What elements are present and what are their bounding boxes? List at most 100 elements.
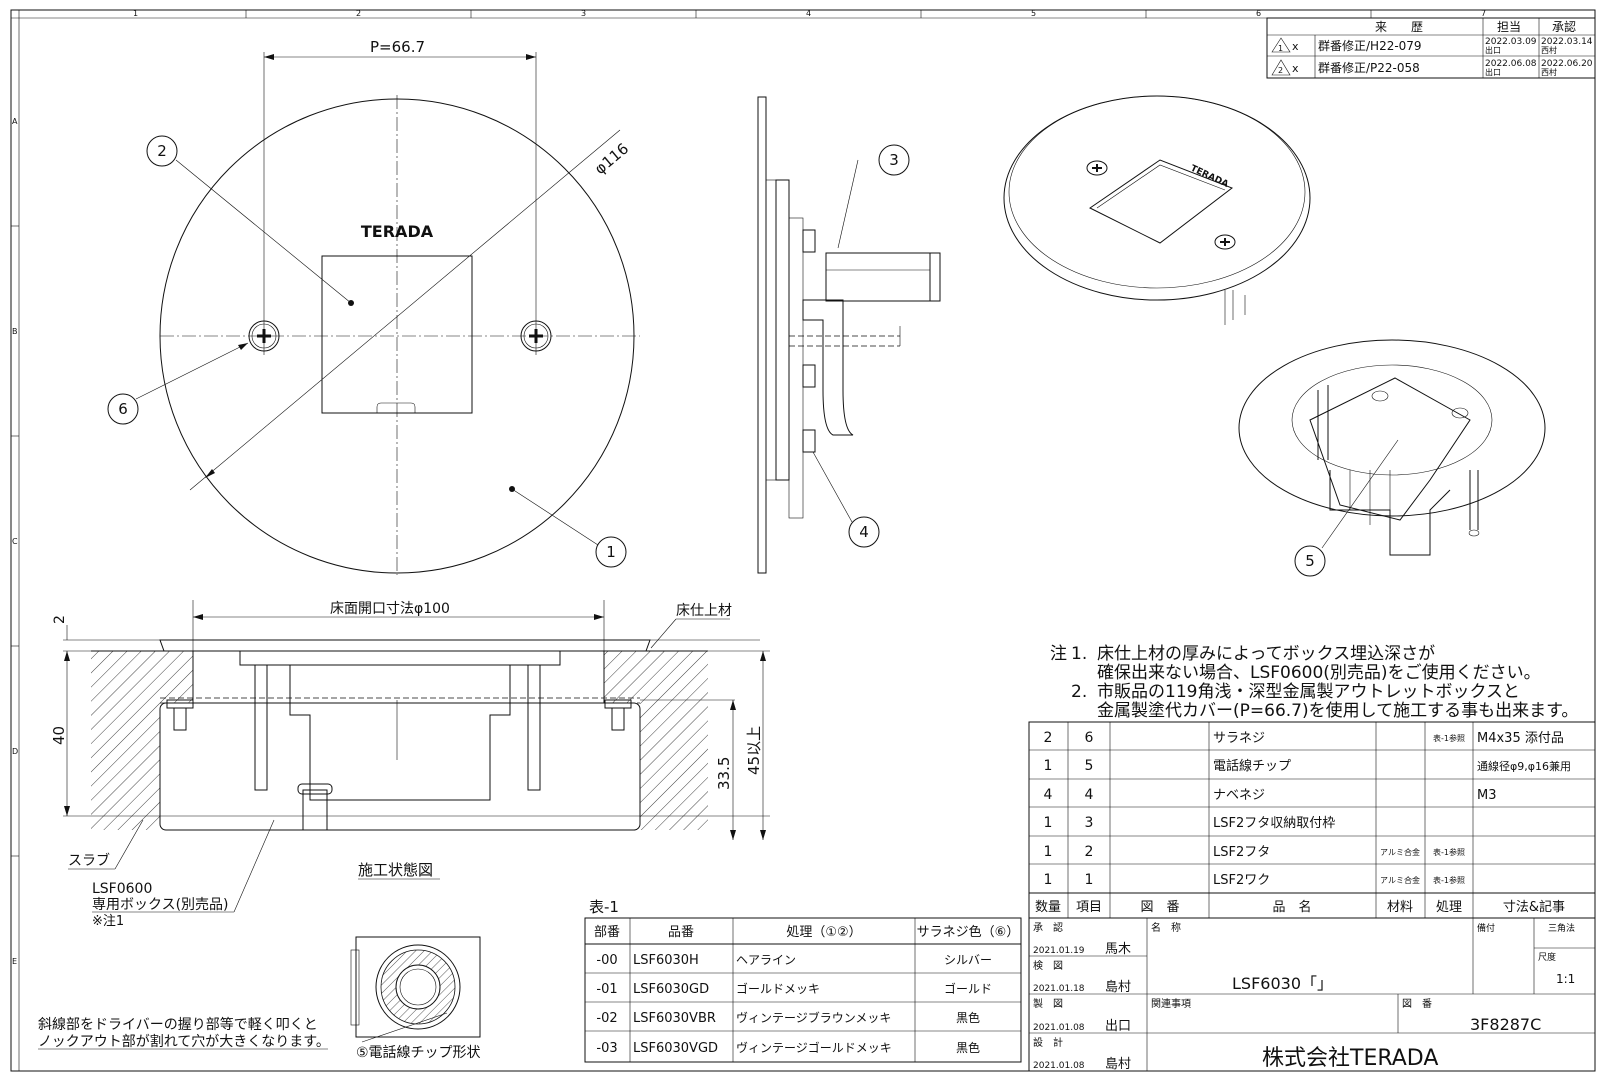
knockout-note-1: 斜線部をドライバーの握り部等で軽く叩くと [38, 1016, 318, 1033]
table-1-header: 部番 [594, 925, 620, 940]
table-1-cell: LSF6030VGD [633, 1041, 718, 1056]
parts-cell: 3 [1085, 815, 1094, 831]
table-1-cell: -00 [596, 953, 617, 968]
parts-cell: サラネジ [1213, 731, 1265, 746]
parts-row: 1 2 LSF2フタ アルミ合金 表-1参照 [1044, 844, 1465, 860]
parts-header: 処理 [1436, 900, 1462, 915]
parts-header: 図 番 [1140, 900, 1179, 915]
screw-right-icon [520, 320, 552, 352]
projection-label: 三角法 [1548, 922, 1575, 934]
table-1: 表-1 部番 品番 処理（①②） サラネジ色（⑥） -00 LSF6030H ヘ… [584, 898, 1022, 1063]
col-number-5: 5 [1031, 9, 1036, 18]
draw-name: 出口 [1105, 1019, 1131, 1034]
table-1-cell: -02 [596, 1011, 617, 1026]
product-name: LSF6030「」 [1232, 974, 1333, 993]
notes-prefix: 注 [1050, 644, 1067, 664]
row-letter-a: A [12, 117, 18, 126]
approve-date: 2021.01.19 [1033, 946, 1085, 956]
revision-table: 来 歴 担当 承認 1 x 群番修正/H22-079 2022.03.09 出口… [1266, 17, 1596, 79]
note-2-line-1: 市販品の119角浅・深型金属製アウトレットボックスと [1097, 682, 1520, 702]
notes-block: 注 1. 床仕上材の厚みによってボックス埋込深さが 確保出来ない場合、LSF06… [1050, 644, 1578, 721]
screw-left-icon [248, 320, 280, 352]
iso-screw-right-icon [1214, 234, 1236, 250]
balloon-2 [146, 135, 178, 167]
knockout-detail: 斜線部をドライバーの握り部等で軽く叩くと ノックアウト部が割れて穴が大きくなりま… [38, 936, 481, 1061]
sheet-frame: 1 2 3 4 5 6 7 A B C D E [10, 9, 1596, 1072]
parts-cell: 表-1参照 [1433, 733, 1465, 743]
col-number-7: 7 [1481, 9, 1486, 18]
parts-cell: M4x35 添付品 [1477, 731, 1564, 746]
revision-text: 群番修正/P22-058 [1318, 60, 1420, 75]
row-letter-b: B [12, 327, 18, 336]
table-1-cell: LSF6030GD [633, 982, 709, 997]
iso-view-bottom: 5 [1238, 339, 1546, 577]
slab-label: スラブ [68, 852, 110, 869]
col-number-3: 3 [581, 9, 586, 18]
table-1-cell: -03 [596, 1041, 617, 1056]
revision-approver: 西村 [1541, 67, 1557, 77]
balloon-5-label: 5 [1305, 552, 1315, 570]
parts-cell: 1 [1044, 758, 1053, 774]
balloon-3-label: 3 [889, 151, 899, 169]
note-1-line-1: 床仕上材の厚みによってボックス埋込深さが [1097, 644, 1435, 664]
design-name: 島村 [1105, 1057, 1131, 1072]
note-1-number: 1. [1071, 644, 1087, 664]
parts-cell: 6 [1085, 730, 1094, 746]
check-label: 検 図 [1033, 959, 1063, 972]
scale-label: 尺度 [1538, 951, 1556, 963]
box-label-2: 専用ボックス(別売品) [92, 897, 229, 913]
parts-row: 4 4 ナベネジ M3 [1044, 787, 1497, 803]
revision-history-header: 来 歴 [1375, 20, 1423, 34]
design-label: 設 計 [1033, 1036, 1063, 1049]
parts-cell: LSF2フタ収納取付枠 [1213, 816, 1335, 831]
balloon-5 [1294, 545, 1326, 577]
parts-row: 1 1 LSF2ワク アルミ合金 表-1参照 [1044, 872, 1465, 888]
revision-person: 出口 [1485, 67, 1501, 77]
revision-triangle-icon [1271, 59, 1291, 76]
knockout-note-2: ノックアウト部が割れて穴が大きくなります。 [38, 1033, 330, 1050]
iso-brand-mark: TERADA [1189, 164, 1230, 190]
col-number-1: 1 [133, 9, 138, 18]
table-1-cell: ゴールドメッキ [736, 981, 820, 996]
revision-text: 群番修正/H22-079 [1318, 38, 1422, 53]
parts-header: 数量 [1035, 900, 1061, 915]
table-1-cell: -01 [596, 982, 617, 997]
parts-cell: 表-1参照 [1433, 875, 1465, 885]
table-1-row: -01 LSF6030GD ゴールドメッキ ゴールド [596, 981, 992, 997]
parts-cell: 電話線チップ [1213, 758, 1291, 774]
floor-finish-label: 床仕上材 [676, 603, 732, 619]
col-number-4: 4 [806, 9, 811, 18]
table-1-row: -00 LSF6030H ヘアライン シルバー [596, 953, 992, 968]
revision-mark: 1 [1278, 44, 1283, 53]
table-1-title: 表-1 [589, 898, 619, 916]
check-date: 2021.01.18 [1033, 984, 1085, 994]
parts-cell: 4 [1085, 787, 1094, 803]
parts-header-row: 数量 項目 図 番 品 名 材料 処理 寸法&記事 [1035, 899, 1565, 915]
opening-dimension: 床面開口寸法φ100 [330, 601, 450, 617]
attach-label: 備付 [1477, 922, 1495, 934]
dim-45: 45以上 [745, 726, 763, 775]
title-block: 承 認 2021.01.19 馬木 検 図 2021.01.18 島村 製 図 … [1028, 917, 1596, 1072]
balloon-6 [107, 393, 139, 425]
drawing-number-label: 図 番 [1402, 998, 1432, 1010]
parts-cell: ナベネジ [1213, 788, 1265, 803]
revision-approver: 西村 [1541, 45, 1557, 55]
parts-row: 2 6 サラネジ 表-1参照 M4x35 添付品 [1044, 730, 1564, 746]
parts-cell: LSF2フタ [1213, 845, 1270, 860]
approve-label: 承 認 [1033, 921, 1063, 934]
knockout-caption: ⑤電話線チップ形状 [356, 1044, 481, 1061]
parts-list: 数量 項目 図 番 品 名 材料 処理 寸法&記事 2 6 サラネジ 表-1参照… [1028, 721, 1596, 919]
table-1-cell: 黒色 [956, 1041, 980, 1055]
revision-row-1: 1 x 群番修正/H22-079 2022.03.09 出口 2022.03.1… [1271, 37, 1593, 55]
row-letter-e: E [12, 957, 17, 966]
balloon-4 [848, 516, 880, 548]
iso-lid-square [1089, 159, 1234, 244]
revision-date: 2022.06.08 [1485, 59, 1537, 69]
table-1-cell: 黒色 [956, 1011, 980, 1025]
parts-row: 1 3 LSF2フタ収納取付枠 [1044, 815, 1336, 831]
revision-approval-date: 2022.06.20 [1541, 59, 1593, 69]
revision-x: x [1292, 40, 1299, 53]
revision-triangle-icon [1271, 37, 1291, 53]
table-1-cell: LSF6030H [633, 953, 699, 968]
